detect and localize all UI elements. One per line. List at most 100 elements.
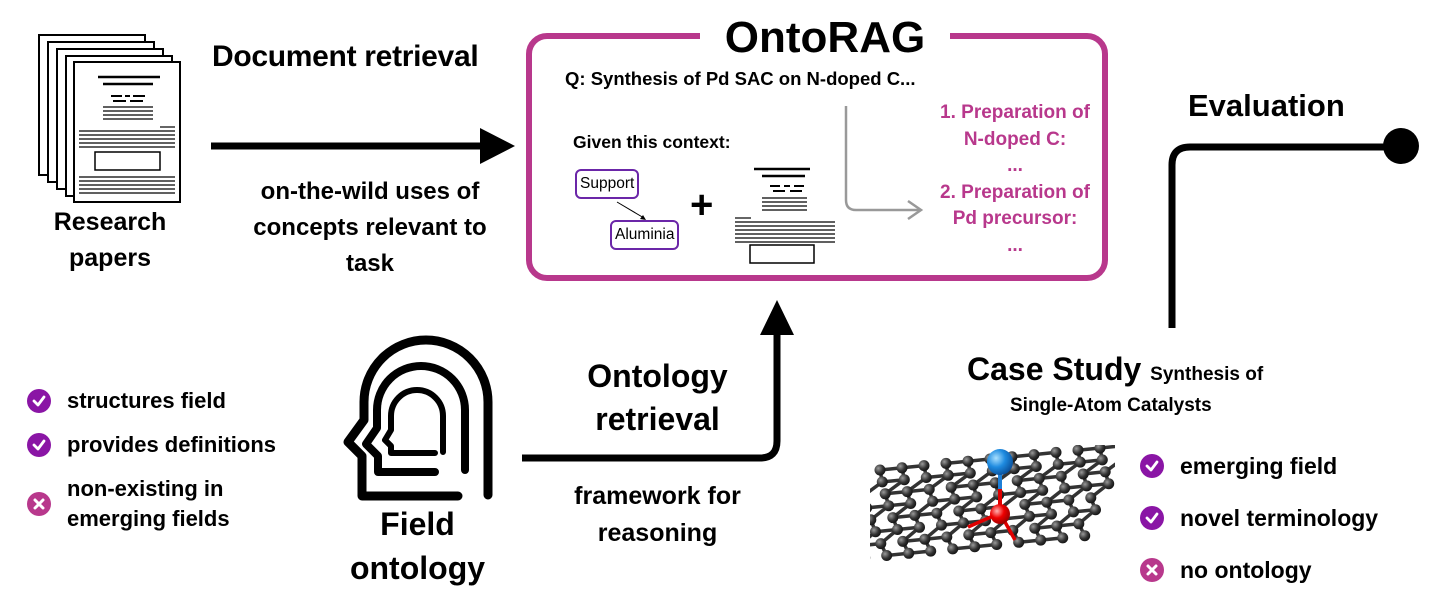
- c-atom: [858, 491, 869, 502]
- concept-relation-arrow: [616, 201, 646, 220]
- research-papers-icon: [38, 34, 181, 203]
- field-ontology-label-line: Field: [380, 506, 455, 542]
- c-atom: [925, 545, 937, 557]
- plus-sign: +: [690, 183, 714, 227]
- c-atom: [1099, 466, 1111, 478]
- check-icon: [1140, 454, 1164, 478]
- ontorag-title: OntoRAG: [700, 12, 950, 64]
- context-document-icon: [735, 167, 835, 264]
- c-atom: [923, 483, 935, 495]
- c-atom: [909, 509, 921, 521]
- cross-icon: [27, 492, 51, 516]
- subtitle-line: concepts relevant to: [253, 214, 487, 241]
- c-atom: [1041, 496, 1053, 508]
- answer-line: Pd precursor:: [952, 208, 1078, 230]
- cross-icon: [1140, 558, 1164, 582]
- feature-label: structures field: [67, 388, 226, 413]
- c-atom: [949, 493, 961, 505]
- c-atom: [1068, 506, 1079, 518]
- c-c-bond: [859, 546, 865, 558]
- c-atom: [963, 529, 975, 541]
- c-atom: [947, 543, 959, 555]
- c-atom: [1037, 484, 1049, 496]
- c-atom: [969, 541, 981, 553]
- single-atom-catalyst-molecule-image: [870, 445, 1115, 561]
- case-study-feature-item: no ontology: [1140, 555, 1312, 585]
- c-atom: [848, 528, 859, 539]
- c-atom: [936, 519, 947, 531]
- research-papers-label: Research papers: [30, 204, 190, 276]
- answer-line: ...: [1007, 155, 1023, 177]
- ontology-feature-item: structures field: [27, 386, 226, 416]
- title-line: retrieval: [595, 401, 720, 437]
- title-line: Ontology: [587, 358, 728, 394]
- c-atom: [1024, 510, 1035, 522]
- c-atom: [1090, 504, 1101, 516]
- ontology-feature-item: non-existing in emerging fields: [27, 474, 230, 534]
- c-atom: [940, 457, 952, 469]
- subtitle-line: on-the-wild uses of: [260, 178, 480, 205]
- c-atom: [896, 462, 908, 474]
- pd-atom: [987, 449, 1013, 475]
- c-atom: [953, 505, 965, 517]
- feature-label: novel terminology: [1180, 505, 1379, 531]
- c-atom: [1035, 534, 1047, 546]
- c-atom: [876, 476, 888, 488]
- c-atom: [927, 495, 939, 507]
- c-atom: [1028, 449, 1040, 461]
- feature-label-line: non-existing in: [67, 476, 224, 501]
- c-atom: [1072, 445, 1084, 456]
- c-atom: [1074, 456, 1086, 468]
- c-c-bond: [1122, 446, 1124, 458]
- c-atom: [1029, 522, 1041, 534]
- c-atom: [883, 500, 895, 512]
- c-atom: [1073, 518, 1085, 530]
- c-atom: [905, 498, 917, 509]
- case-study-subtitle: Single-Atom Catalysts: [1010, 395, 1212, 416]
- c-c-bond: [837, 548, 843, 560]
- c-atom: [941, 531, 953, 543]
- c-atom: [1085, 492, 1097, 504]
- c-atom: [1094, 445, 1106, 454]
- c-atom: [901, 486, 913, 498]
- document-retrieval-arrow: [211, 128, 515, 164]
- c-atom: [1051, 520, 1063, 532]
- feature-label-line: emerging fields: [67, 506, 230, 531]
- answer-line: 2. Preparation of: [940, 181, 1090, 203]
- c-atom: [853, 540, 864, 551]
- c-atom: [991, 539, 1003, 550]
- answer-arrow: [844, 106, 924, 221]
- evaluation-endpoint-dot: [1383, 128, 1419, 164]
- c-atom: [898, 474, 910, 486]
- c-atom: [975, 503, 987, 515]
- field-ontology-label-line: ontology: [349, 550, 486, 586]
- c-atom: [918, 460, 930, 472]
- c-atom: [962, 455, 974, 467]
- check-icon: [1140, 506, 1164, 530]
- ontology-retrieval-subtitle: framework for reasoning: [550, 478, 765, 552]
- c-atom: [1119, 452, 1130, 463]
- evaluation-connector: [1168, 128, 1419, 328]
- c-atom: [1103, 478, 1115, 490]
- c-atom: [1030, 461, 1042, 472]
- c-c-bond: [849, 508, 867, 522]
- c-atom: [945, 481, 957, 493]
- feature-label: emerging field: [1180, 453, 1338, 479]
- field-ontology-label: Field ontology: [335, 502, 500, 590]
- c-c-bond: [863, 496, 867, 508]
- c-atom: [870, 503, 873, 513]
- c-atom: [1052, 458, 1064, 470]
- c-atom: [870, 526, 881, 538]
- c-atom: [879, 488, 891, 500]
- c-atom: [1011, 475, 1023, 487]
- document-retrieval-subtitle: on-the-wild uses of concepts relevant to…: [220, 174, 520, 282]
- check-icon: [27, 389, 51, 413]
- c-atom: [1046, 508, 1057, 520]
- c-atom: [1059, 482, 1071, 494]
- case-study-heading: Case Study: [967, 351, 1142, 387]
- c-atom: [971, 491, 983, 503]
- c-atom: [1096, 454, 1108, 466]
- case-study-feature-item: novel terminology: [1140, 503, 1378, 533]
- c-atom: [931, 507, 943, 519]
- answer-line: ...: [1007, 234, 1023, 256]
